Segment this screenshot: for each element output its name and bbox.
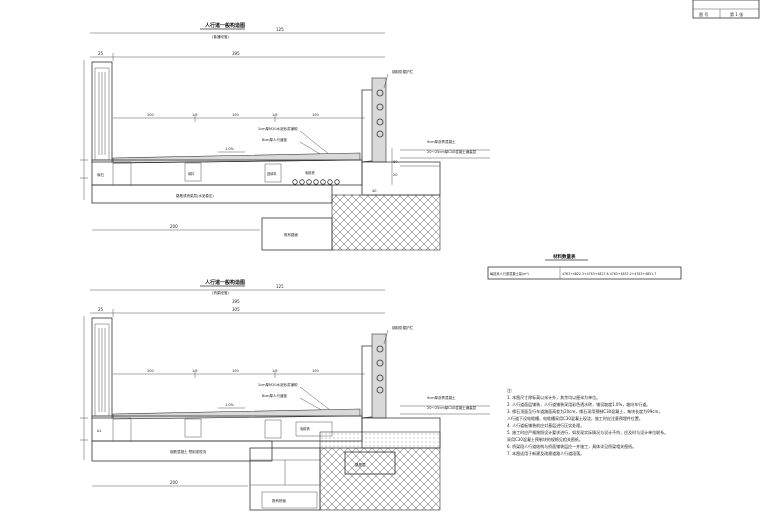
label-top-slope: 1.0% <box>225 147 235 151</box>
dim-top-seg1: 100 <box>147 113 154 117</box>
dim-bottom-seg2: 100 <box>232 369 239 373</box>
label-top-curb: 缘石 <box>97 172 104 177</box>
section-top-title: 人行道一般构造图 <box>204 22 245 29</box>
notes-heading: 注: <box>507 388 513 393</box>
note-item-2: 2. 人行道面层铺装，人行道铺装采用彩色透水砖，铺设坡度1.0%，坡向车行道。 <box>507 402 651 407</box>
note-item-1: 1. 本图尺寸除标高以米计外，其余均以厘米为单位。 <box>507 395 601 400</box>
label-top-base: 路基或桥梁层(水泥稳定) <box>176 193 214 198</box>
title-block-cell-1: 图 号 <box>699 11 708 17</box>
quantity-table-row-value: 4763+4822.3+4763+4827.6-4763+4837.2+4763… <box>562 272 656 276</box>
quantity-table: 材料数量表 每延米人行道混凝土量(m³) 4763+4822.3+4763+48… <box>487 253 682 280</box>
label-bottom-base: 路基层 <box>355 462 366 467</box>
quantity-table-title: 材料数量表 <box>553 253 576 260</box>
notes-block: 注: 1. 本图尺寸除标高以米计外，其余均以厘米为单位。 2. 人行道面层铺装，… <box>507 387 752 457</box>
section-top: 人行道一般构造图 (普通段落) 125 25 395 100 1.5 100 1… <box>80 22 490 251</box>
label-bottom-note2: 20～25cm厚C40混凝土铺装层 <box>427 405 477 410</box>
dim-top-left-end: 25 <box>98 51 104 56</box>
note-item-9: 7. 本图适用于新建及改建道路人行道段落。 <box>507 451 585 456</box>
dim-top-span: 395 <box>232 51 240 56</box>
duct-circles-top <box>292 179 340 185</box>
note-item-5: 4. 人行道板铺装前应对基层进行压实处理。 <box>507 423 585 428</box>
dim-top-bottom: 200 <box>170 224 178 229</box>
label-top-duct: 电缆槽 <box>305 170 315 175</box>
label-top-ground: 既有路面 <box>284 232 298 237</box>
label-top-bed: 填料 <box>188 171 195 176</box>
dim-bottom-bottom: 200 <box>170 480 178 485</box>
note-item-7: 采用C30混凝土预制块的规格见相关图纸。 <box>507 437 583 442</box>
label-bottom-rail: 钢制防撞护栏 <box>392 325 413 330</box>
label-top-fill: 回填料 <box>267 171 277 176</box>
label-bottom-note1: 9cm厚沥青混凝土 <box>427 395 456 400</box>
label-bottom-slope: 1.0% <box>225 403 235 407</box>
label-bottom-ground: 既有桥面 <box>272 498 286 503</box>
label-top-layer1: 2cm厚M20水泥砂浆铺砌 <box>258 126 298 131</box>
label-top-note2: 20～25cm厚C40混凝土铺装层 <box>427 149 477 154</box>
dim-top-total: 125 <box>276 27 284 32</box>
note-item-8: 6. 桥梁段人行道结构与桥面铺装层应一并施工，具体详见桥梁相关图纸。 <box>507 444 637 449</box>
label-top-rail: 钢制防撞护栏 <box>392 69 413 74</box>
dim-bottom-sub: 305 <box>232 307 240 312</box>
note-item-3: 3. 缘石顶面至行车道路面高差为20cm，缘石采用预制C30混凝土，每块长度为9… <box>507 409 663 414</box>
label-top-note1: 9cm厚沥青混凝土 <box>427 139 456 144</box>
dim-bottom-seg1: 100 <box>147 369 154 373</box>
section-bottom-title: 人行道一般构造图 <box>204 279 245 286</box>
dim-bottom-total: 125 <box>276 284 284 289</box>
note-item-6: 5. 施工时应严格按照设计要求进行，如发现实际情况与设计不符，应及时与设计单位联… <box>507 430 669 435</box>
dim-top-side-c: 40 <box>372 189 376 193</box>
label-bottom-bed: 钢筋混凝土 预制或现浇 <box>170 449 207 454</box>
dim-top-seg2: 100 <box>232 113 239 117</box>
note-item-4: 人行道下设电缆槽，电缆槽采用C30混凝土现浇，施工时应注意预埋件位置。 <box>507 416 643 421</box>
label-bottom-duct: 电缆槽 <box>300 426 310 431</box>
dim-bottom-seg3: 100 <box>312 369 319 373</box>
dim-bottom-span: 395 <box>232 299 240 304</box>
section-bottom-subtitle: (桥梁段落) <box>212 290 229 295</box>
dim-top-side-b: 20 <box>393 173 397 177</box>
section-bottom: 人行道一般构造图 (桥梁段落) 125 395 25 305 100 1.5 1… <box>80 279 490 511</box>
label-bottom-curb: A1 <box>97 429 102 433</box>
dim-top-seg3: 100 <box>312 113 319 117</box>
title-block-cell-2: 第 1 张 <box>730 11 743 17</box>
quantity-table-row-label: 每延米人行道混凝土量(m³) <box>490 271 529 276</box>
section-top-subtitle: (普通段落) <box>212 34 229 39</box>
title-block: 图 号 第 1 张 <box>692 0 760 19</box>
label-bottom-layer1: 2cm厚M20水泥砂浆铺砌 <box>258 382 298 387</box>
label-top-layer2: 8cm厚人行道板 <box>262 137 288 142</box>
label-bottom-layer2: 8cm厚人行道板 <box>262 393 288 398</box>
dim-bottom-left-end: 25 <box>98 307 104 312</box>
